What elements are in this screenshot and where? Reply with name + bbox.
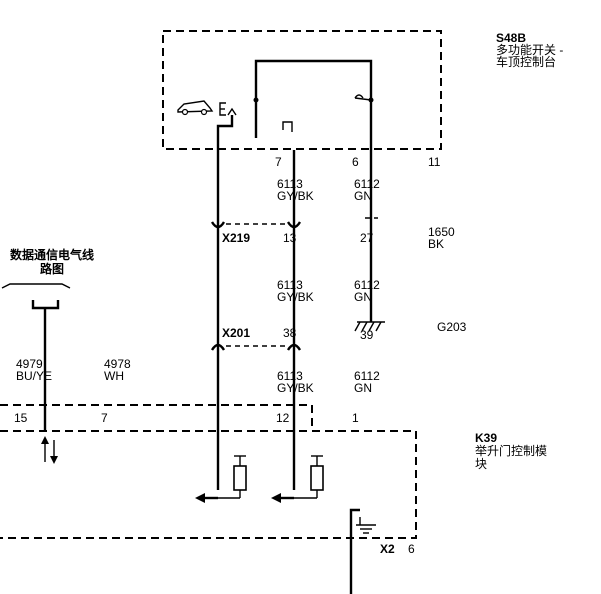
ground-g203: 39 G203	[354, 320, 467, 342]
module-pin-strip	[0, 404, 313, 431]
bus-circuit: 4978	[104, 357, 131, 371]
data-link-label-line1: 数据通信电气线	[10, 247, 94, 262]
bus-circuit: 4979	[16, 357, 43, 371]
connector-x201: X201 38	[210, 326, 302, 351]
switch-e-icon	[219, 102, 237, 116]
bus-color: WH	[104, 369, 124, 383]
connector-pin: 13	[283, 231, 297, 245]
module-connector-id: X2	[380, 542, 395, 556]
wire-color: BK	[428, 237, 444, 251]
car-icon	[177, 100, 214, 116]
module-pin-label: 7	[101, 411, 108, 425]
switch-left-contact	[216, 115, 234, 150]
wire-circuit: 6113	[277, 177, 303, 191]
wire-circuit: 6112	[354, 278, 380, 292]
data-link-label-line2: 路图	[40, 261, 64, 276]
switch-dashed-outline	[162, 30, 442, 150]
wire-color: GY/BK	[277, 189, 314, 203]
wire-color: GN	[354, 189, 372, 203]
input-circuit-left	[195, 455, 247, 503]
wire-circuit: 6113	[277, 369, 303, 383]
resistor-icon	[233, 465, 247, 491]
input-circuit-right	[271, 455, 324, 503]
switch-name-line1: 多功能开关 -	[496, 43, 563, 57]
module-k39: 15 7 12 1 K39 举升门控制模 块	[0, 404, 547, 594]
module-connector-pin: 6	[408, 542, 415, 556]
arrow-left-icon	[195, 493, 205, 503]
wire-circuit: 6112	[354, 369, 380, 383]
connector-x219: X219 13 27	[210, 217, 378, 245]
data-link-bracket	[1, 283, 71, 289]
module-name-line2: 块	[475, 457, 487, 471]
switch-pin-label: 7	[275, 155, 282, 169]
switch-name-line2: 车顶控制台	[496, 54, 556, 69]
ground-id: G203	[437, 320, 467, 334]
module-ground-icon	[349, 508, 376, 594]
switch-hook-contact	[354, 94, 364, 99]
connector-id: X201	[222, 326, 250, 340]
wire-color: GN	[354, 381, 372, 395]
ground-pin: 39	[360, 328, 374, 342]
switch-contact	[282, 121, 293, 132]
connector-pin: 27	[360, 231, 374, 245]
switch-pin-label: 11	[428, 155, 441, 169]
bidirectional-arrow-icon	[41, 436, 58, 464]
data-link-reference: 数据通信电气线 路图 4979 BU/YE 4978 WH	[1, 247, 131, 430]
wire-circuit: 6113	[277, 278, 303, 292]
connector-pin: 38	[283, 326, 297, 340]
module-pin-label: 12	[276, 411, 290, 425]
connector-id: X219	[222, 231, 250, 245]
wire-color: GY/BK	[277, 290, 314, 304]
bus-color: BU/YE	[16, 369, 52, 383]
module-dashed-outline	[0, 430, 417, 539]
switch-bus-bar	[254, 59, 373, 100]
switch-pin-label: 6	[352, 155, 359, 169]
module-name-line1: 举升门控制模	[475, 443, 547, 458]
wire-circuit: 6112	[354, 177, 380, 191]
module-pin-label: 15	[14, 411, 28, 425]
wire-circuit: 1650	[428, 225, 455, 239]
module-id: K39	[475, 431, 497, 445]
wire-color: GN	[354, 290, 372, 304]
wire-color: GY/BK	[277, 381, 314, 395]
data-link-connector	[31, 300, 60, 310]
switch-id: S48B	[496, 31, 526, 45]
switch-s48b: S48B 多功能开关 - 车顶控制台 7 6 11	[162, 30, 563, 169]
module-pin-label: 1	[352, 411, 359, 425]
resistor-icon	[310, 465, 324, 491]
arrow-left-icon	[271, 493, 281, 503]
